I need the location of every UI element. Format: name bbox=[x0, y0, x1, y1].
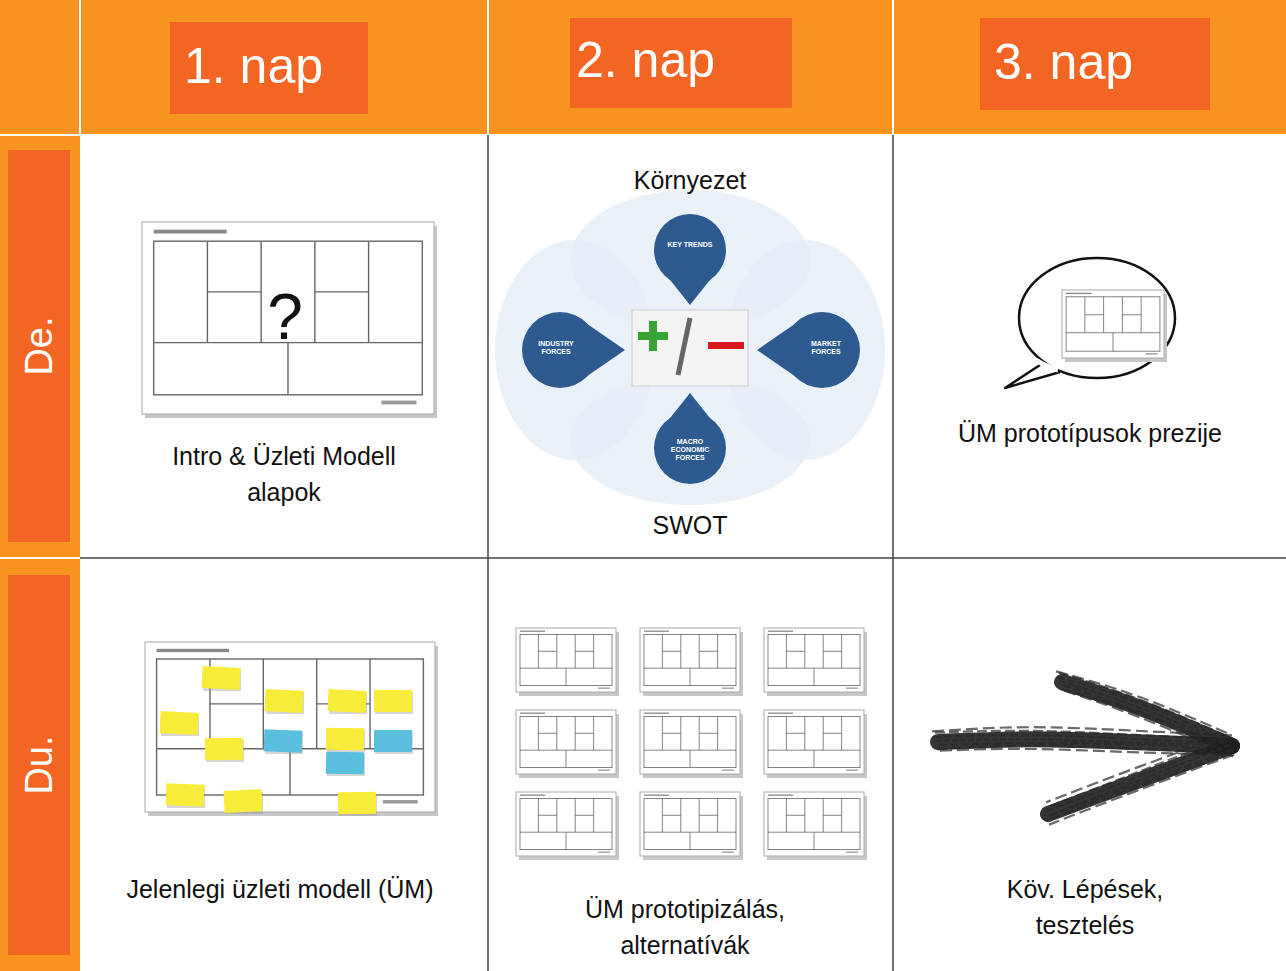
sticky-note bbox=[166, 783, 205, 806]
session-caption: SWOT bbox=[590, 507, 790, 543]
sticky-note bbox=[159, 711, 198, 735]
session-caption: ÜM prototipizálás, alternatívák bbox=[540, 891, 830, 964]
session-caption: Intro & Üzleti Modell alapok bbox=[164, 438, 404, 511]
sticky-note bbox=[326, 752, 364, 775]
canvas-thumbnail bbox=[764, 792, 867, 860]
period-label: De. bbox=[20, 316, 58, 375]
session-cell: ÜM prototípusok prezije bbox=[893, 135, 1286, 558]
session-cell: Jelenlegi üzleti modell (ÜM) bbox=[80, 558, 488, 971]
canvas-thumbnail bbox=[640, 628, 743, 696]
canvas-thumbnail bbox=[640, 792, 743, 860]
session-caption: ÜM prototípusok prezije bbox=[955, 415, 1225, 451]
sticky-note bbox=[338, 792, 376, 815]
canvas-thumbnail bbox=[145, 642, 438, 816]
canvas-thumbnail bbox=[640, 710, 743, 778]
sticky-note bbox=[264, 689, 303, 713]
environment-map bbox=[495, 190, 885, 505]
canvas-thumbnail bbox=[516, 792, 619, 860]
day-label: 2. nap bbox=[576, 30, 776, 90]
header-divider bbox=[79, 0, 81, 135]
period-header: Du. bbox=[8, 575, 70, 955]
grid-line bbox=[487, 135, 489, 971]
sticky-note bbox=[326, 728, 364, 751]
sticky-note bbox=[374, 730, 412, 752]
force-label: INDUSTRY FORCES bbox=[531, 340, 581, 356]
session-caption: Környezet bbox=[590, 162, 790, 198]
canvas-thumbnail bbox=[516, 628, 619, 696]
canvas-thumbnail bbox=[516, 710, 619, 778]
speech-bubble bbox=[1005, 258, 1175, 388]
force-label: MARKET FORCES bbox=[801, 340, 851, 356]
canvas-thumbnail bbox=[1062, 290, 1167, 362]
sticky-note bbox=[327, 689, 366, 713]
day-label: 1. nap bbox=[184, 36, 354, 96]
day-label: 3. nap bbox=[994, 32, 1194, 92]
side-band bbox=[0, 0, 80, 971]
sticky-note bbox=[223, 789, 262, 813]
force-label: MACRO ECONOMIC FORCES bbox=[665, 438, 715, 462]
force-label: KEY TRENDS bbox=[668, 241, 713, 249]
header-divider bbox=[892, 0, 894, 135]
period-header: De. bbox=[8, 150, 70, 542]
session-caption: Köv. Lépések, tesztelés bbox=[970, 871, 1200, 944]
session-cell: ÜM prototipizálás, alternatívák bbox=[488, 558, 893, 971]
canvas-thumbnail bbox=[764, 628, 867, 696]
sticky-note bbox=[374, 690, 412, 712]
session-cell: Köv. Lépések, tesztelés bbox=[893, 558, 1286, 971]
header-divider bbox=[487, 0, 489, 135]
period-label: Du. bbox=[20, 735, 58, 794]
question-mark: ? bbox=[267, 281, 303, 355]
canvas-thumbnail bbox=[142, 222, 437, 418]
header-divider bbox=[0, 134, 1286, 136]
grid-line bbox=[892, 135, 894, 971]
brush-arrow bbox=[932, 671, 1234, 824]
day-header: 3. nap bbox=[980, 18, 1210, 110]
canvas-thumbnail bbox=[764, 710, 867, 778]
sticky-note bbox=[201, 666, 240, 690]
side-divider bbox=[0, 557, 80, 559]
sticky-note bbox=[264, 729, 303, 752]
session-caption: Jelenlegi üzleti modell (ÜM) bbox=[120, 871, 440, 907]
day-header: 1. nap bbox=[170, 22, 368, 114]
sticky-note bbox=[205, 738, 243, 761]
grid-line bbox=[80, 557, 1286, 559]
header-band bbox=[0, 0, 1286, 135]
day-header: 2. nap bbox=[570, 18, 792, 108]
